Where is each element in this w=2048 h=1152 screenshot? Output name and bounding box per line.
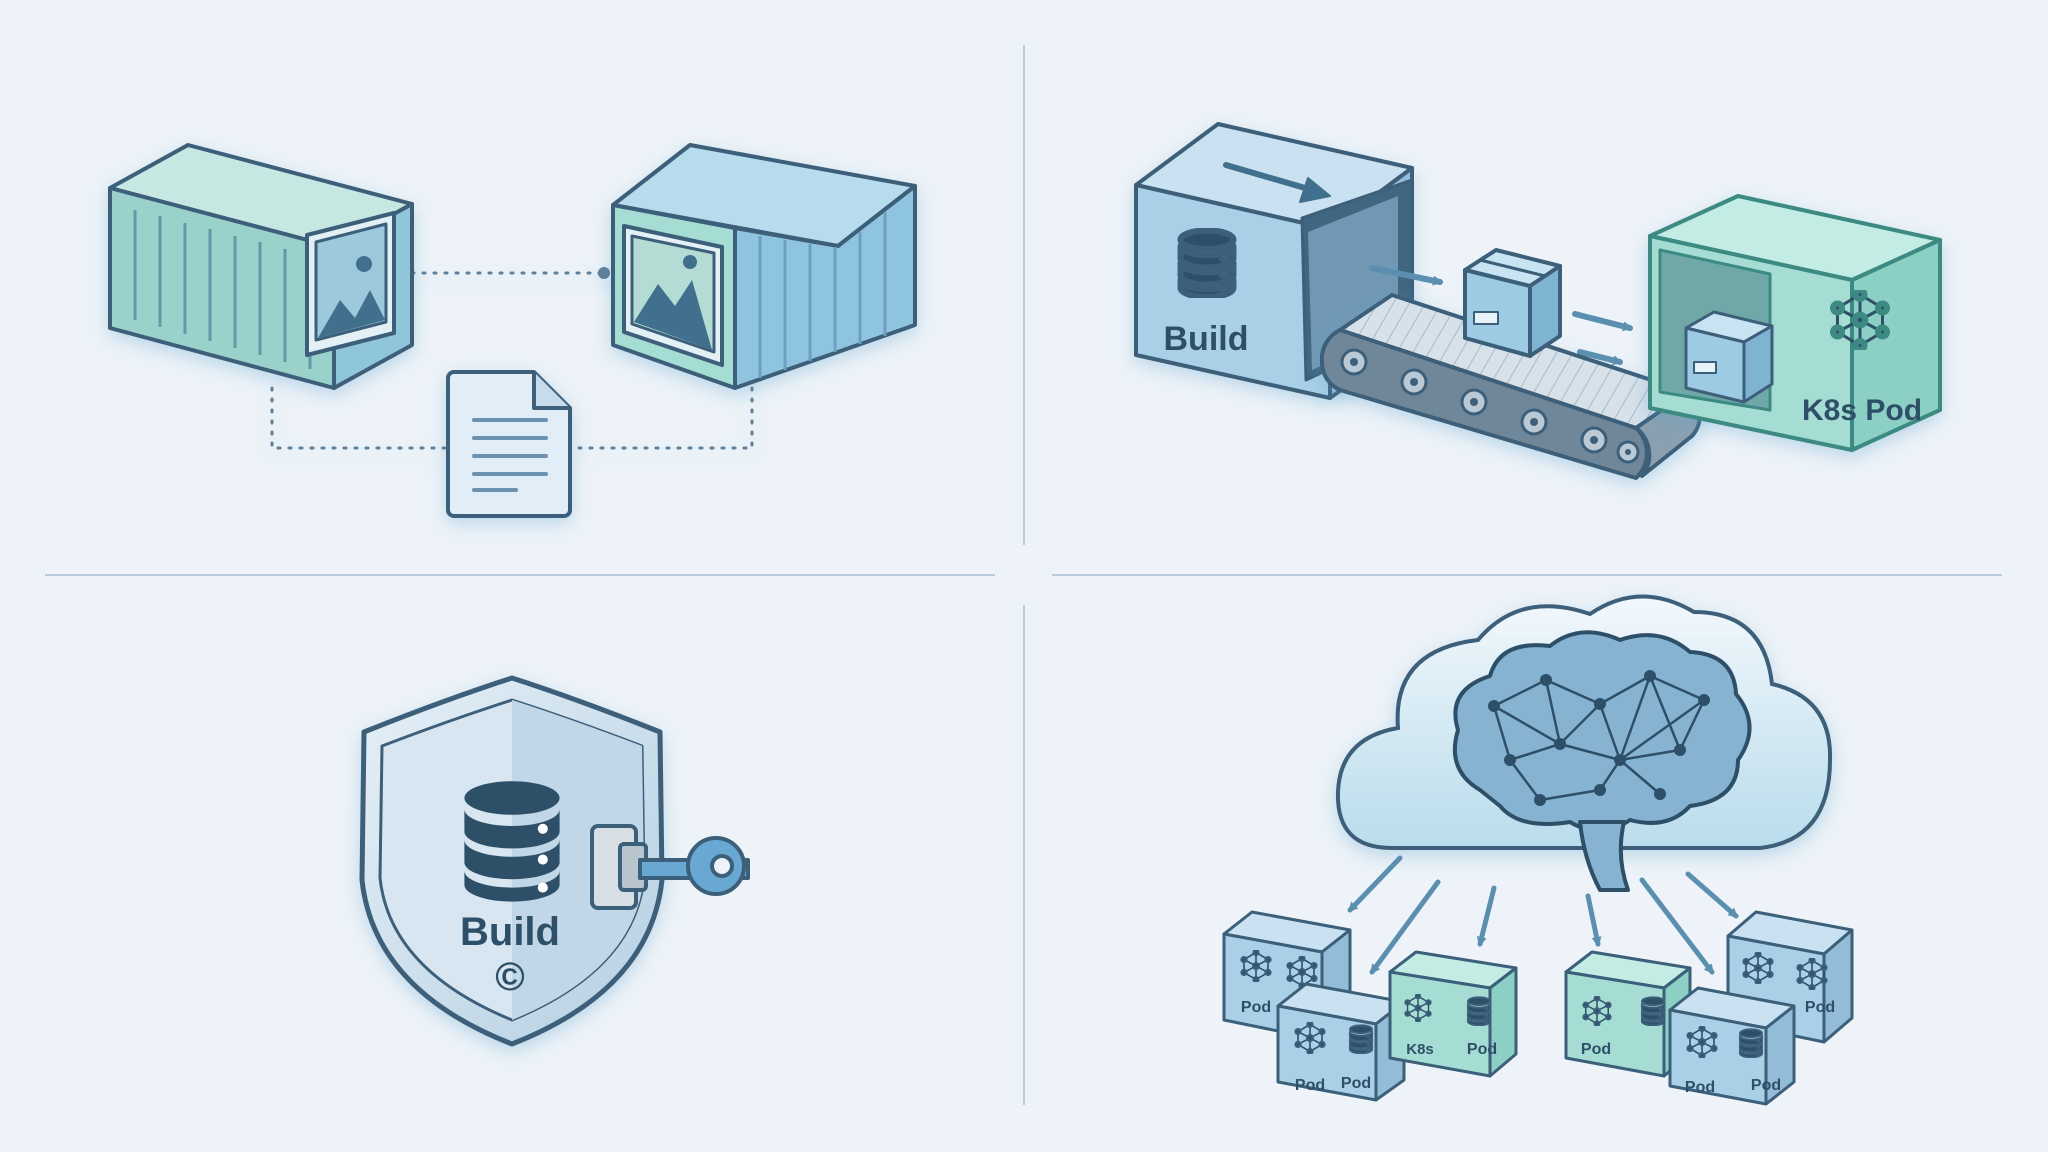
flow-arrows xyxy=(1369,265,1633,366)
shipping-container-right xyxy=(611,143,917,390)
brain-icon xyxy=(1452,630,1752,892)
database-icon xyxy=(1181,230,1234,297)
database-icon xyxy=(1640,996,1666,1026)
pod-label: Pod xyxy=(1685,1079,1715,1096)
dotted-connectors xyxy=(270,271,754,450)
pod-label: Pod xyxy=(1581,1041,1611,1058)
image-icon xyxy=(622,224,724,367)
pod-cube: Pod Pod xyxy=(1276,982,1406,1102)
shield-build-label: Build xyxy=(460,910,560,954)
build-pipeline-panel: Build xyxy=(1134,122,1942,480)
copyright-mark: © xyxy=(495,955,524,999)
conveyor-icon xyxy=(1319,293,1702,480)
package-icon xyxy=(1463,248,1562,358)
pod-partial-label: K8s xyxy=(1406,1041,1434,1058)
k8s-pod-label: K8s Pod xyxy=(1802,394,1922,427)
pod-label: Pod xyxy=(1751,1077,1781,1094)
pod-cube: K8s Pod xyxy=(1388,950,1518,1078)
package-icon xyxy=(1684,310,1774,404)
secure-build-panel: Build © xyxy=(359,675,750,1047)
pod-label: Pod xyxy=(1341,1075,1371,1092)
arrow-icon xyxy=(1223,162,1331,203)
pod-label: Pod xyxy=(1805,999,1835,1016)
pod-label: Pod xyxy=(1467,1041,1497,1058)
key-icon xyxy=(590,824,750,910)
database-icon xyxy=(1348,1024,1374,1054)
pod-label: Pod xyxy=(1295,1077,1325,1094)
build-label: Build xyxy=(1164,320,1249,358)
database-icon xyxy=(1738,1028,1764,1058)
pod-cube: Pod Pod xyxy=(1668,986,1796,1106)
distribution-arrows xyxy=(1347,855,1739,975)
image-icon xyxy=(305,211,396,357)
shipping-container-left xyxy=(108,143,414,390)
container-sync-panel xyxy=(108,143,917,518)
pod-label: Pod xyxy=(1241,999,1271,1016)
pod-cluster: Pod Pod Pod K8s Pod xyxy=(1222,910,1854,1106)
k8s-pod-cube: K8s Pod xyxy=(1648,194,1942,452)
cluster-panel: Pod Pod Pod K8s Pod xyxy=(1222,594,1854,1106)
document-icon xyxy=(446,370,572,518)
database-icon xyxy=(1466,996,1492,1026)
panel-dividers xyxy=(45,45,2002,1105)
